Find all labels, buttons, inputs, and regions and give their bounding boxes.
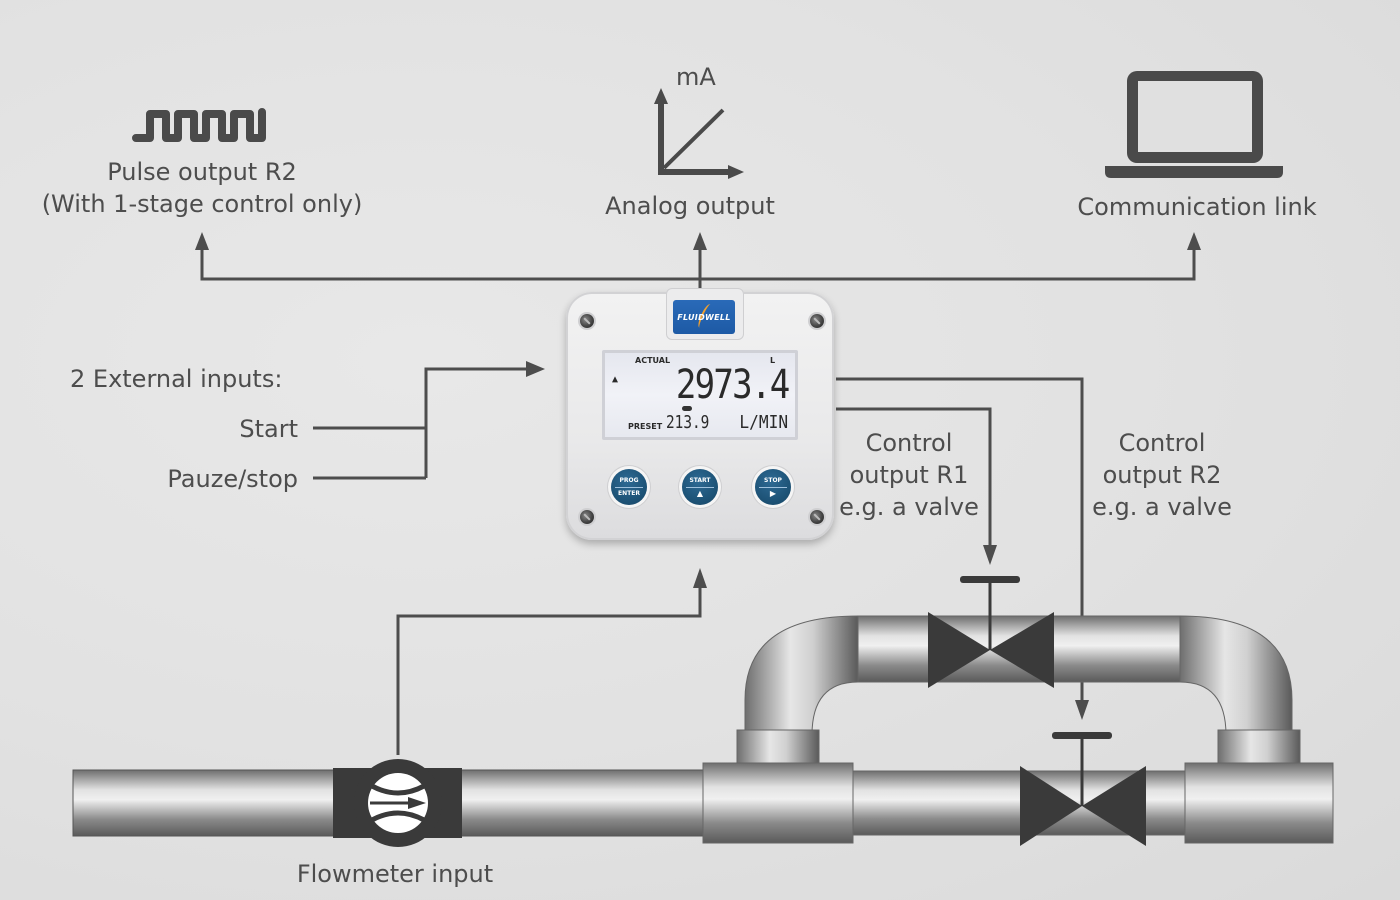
laptop-icon — [1105, 71, 1283, 178]
pulse-output-label: Pulse output R2 — [107, 158, 297, 186]
right-arrow-icon: ▶ — [769, 489, 777, 498]
button-top-label: STOP — [764, 477, 782, 484]
fluidwell-controller: FLUIDWELL ACTUAL L ▲ 2973.4 PRESET 213.9… — [566, 288, 834, 540]
control-r1-line1: Control — [865, 429, 953, 457]
control-r1-line3: e.g. a valve — [839, 493, 979, 521]
analog-output-label: Analog output — [605, 192, 775, 220]
fluidwell-logo: FLUIDWELL — [673, 300, 735, 334]
stop-input-label: Pauze/stop — [167, 465, 298, 493]
pulse-output-note: (With 1-stage control only) — [41, 190, 363, 218]
screw-icon — [580, 314, 594, 328]
button-divider — [759, 487, 787, 488]
valve-r1-icon — [928, 576, 1054, 688]
actual-value: 2973.4 — [675, 362, 789, 408]
screw-icon — [810, 314, 824, 328]
control-r2-line1: Control — [1118, 429, 1206, 457]
control-r2-line3: e.g. a valve — [1092, 493, 1232, 521]
tee-left — [702, 762, 854, 844]
main-pipe-mid — [459, 769, 707, 837]
prog-enter-button[interactable]: PROG ENTER — [611, 469, 647, 505]
button-bottom-label: ENTER — [618, 490, 640, 497]
run-indicator — [682, 406, 692, 411]
stop-right-button[interactable]: STOP ▶ — [755, 469, 791, 505]
up-arrow-icon: ▲ — [696, 489, 704, 498]
arrow-to-valve-r1 — [983, 545, 997, 565]
button-divider — [686, 487, 714, 488]
button-top-label: PROG — [619, 477, 639, 484]
total-unit: L — [770, 356, 776, 365]
preset-label: PRESET — [628, 422, 663, 431]
flowmeter-signal-line — [396, 585, 702, 755]
analog-graph-icon — [654, 88, 744, 179]
preset-value: 213.9 — [666, 412, 710, 433]
pulse-wave-icon — [132, 108, 266, 142]
output-connection-lines — [200, 245, 1196, 295]
lcd-display: ACTUAL L ▲ 2973.4 PRESET 213.9 L/MIN — [602, 350, 798, 440]
start-up-button[interactable]: START ▲ — [682, 469, 718, 505]
arrow-to-analog — [693, 232, 707, 250]
flowmeter-icon — [333, 759, 462, 847]
control-output-lines — [836, 377, 1084, 702]
button-divider — [615, 487, 643, 488]
arrow-from-flowmeter — [693, 568, 707, 588]
button-top-label: START — [689, 477, 711, 484]
control-r2-line2: output R2 — [1102, 461, 1222, 489]
flowmeter-input-label: Flowmeter input — [296, 860, 494, 888]
arrow-to-communication — [1187, 232, 1201, 250]
brand-name: FLUIDWELL — [677, 312, 731, 322]
screw-icon — [580, 510, 594, 524]
screw-icon — [810, 510, 824, 524]
communication-link-label: Communication link — [1077, 193, 1317, 221]
up-indicator-icon: ▲ — [612, 374, 619, 385]
control-r1-line2: output R1 — [849, 461, 969, 489]
external-inputs-title: 2 External inputs: — [70, 365, 283, 393]
start-input-label: Start — [239, 415, 298, 443]
rate-unit: L/MIN — [739, 412, 788, 433]
valve-r2-icon — [1020, 732, 1146, 846]
analog-unit-label: mA — [676, 63, 716, 91]
arrow-to-device — [526, 361, 545, 377]
external-input-lines — [313, 367, 530, 480]
actual-label: ACTUAL — [635, 356, 671, 365]
bypass-pipe — [736, 615, 1301, 767]
arrow-to-pulse — [195, 232, 209, 250]
tee-right — [1184, 762, 1334, 844]
arrow-to-valve-r2 — [1075, 700, 1089, 720]
main-pipe-left — [72, 769, 336, 837]
